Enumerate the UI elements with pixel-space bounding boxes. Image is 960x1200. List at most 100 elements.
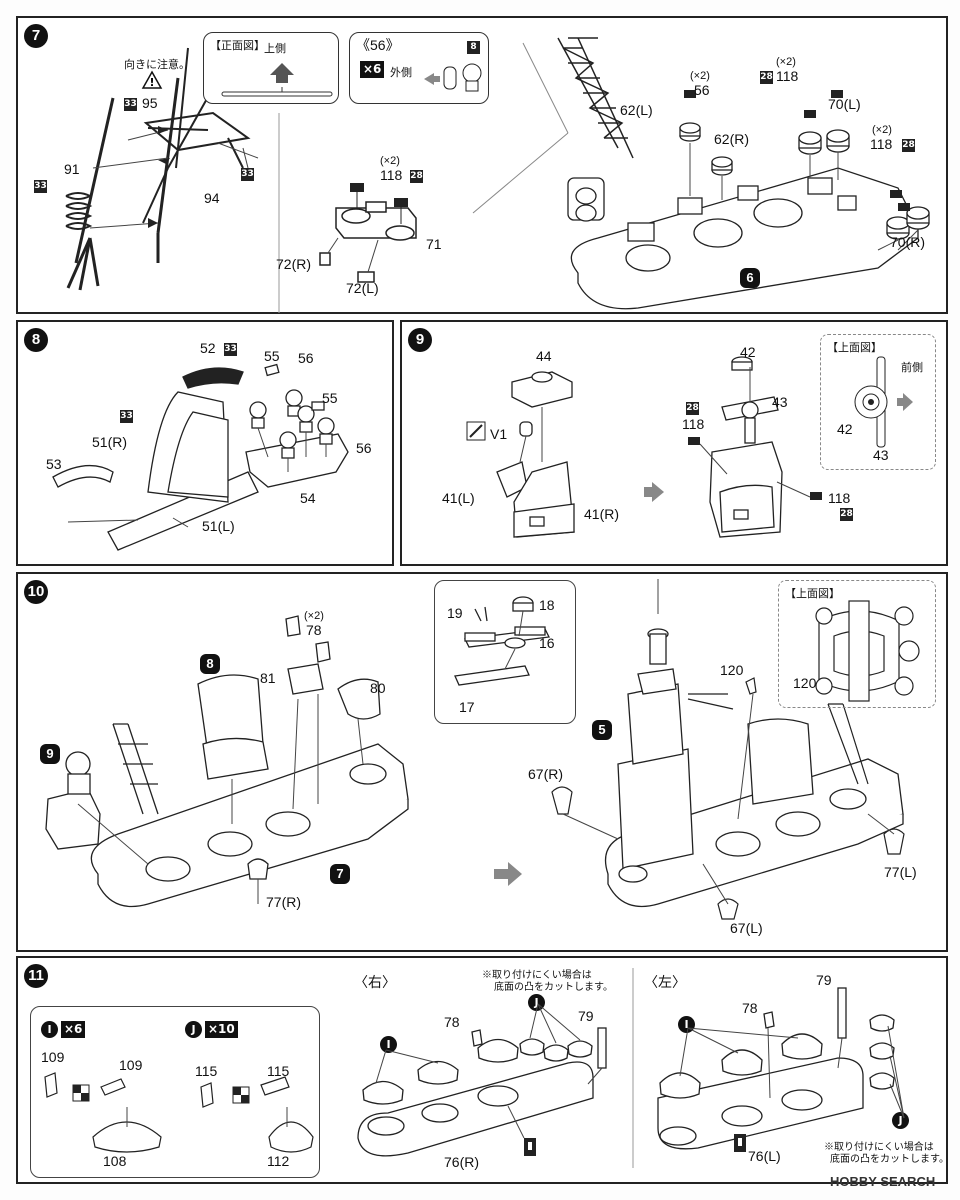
part-label: 53	[46, 456, 62, 472]
cut-note-line1: ※取り付けにくい場合は	[482, 970, 592, 981]
quantity-label: (×2)	[776, 56, 796, 68]
up-arrow-icon	[221, 63, 333, 97]
part-label: 118	[380, 167, 403, 183]
color-badge: 33	[124, 98, 137, 111]
part-label: 67(L)	[730, 920, 763, 936]
step-number: 11	[24, 964, 48, 988]
part-label: 70(R)	[890, 234, 926, 250]
front-view-title: 【正面図】	[210, 40, 265, 52]
step-number: 10	[24, 580, 48, 604]
part-label: 76(R)	[444, 1154, 480, 1170]
right-side-title: 〈右〉	[354, 974, 396, 990]
mast-detail-box: 19 18 16 17	[434, 580, 576, 724]
color-badge: 28	[760, 71, 773, 84]
step-number: 9	[408, 328, 432, 352]
part-label: 56	[298, 350, 314, 366]
part-label: 54	[300, 490, 316, 506]
part-label: 115	[195, 1063, 218, 1079]
caution-icon: !	[141, 70, 163, 89]
left-side-title: 〈左〉	[644, 974, 686, 990]
part-label: V1	[490, 426, 508, 442]
part-label: 72(L)	[346, 280, 379, 296]
cut-note-line2: 底面の凸をカットします。	[830, 1154, 949, 1165]
step-8-panel: 8	[16, 320, 394, 566]
part-label: 51(L)	[202, 518, 235, 534]
part-label: 108	[103, 1153, 127, 1169]
color-badge: 28	[902, 139, 915, 152]
sub-assembly-ref: 7	[330, 864, 350, 884]
divider	[632, 968, 634, 1168]
part-56-sketch	[424, 63, 482, 92]
front-view-up-label: 上側	[264, 43, 286, 55]
top-view-sketch	[815, 600, 920, 702]
step-11-panel: 11 I ×6 109 109 108 J ×10 115 115 112	[16, 956, 949, 1189]
part-label: 78	[444, 1014, 460, 1030]
part-label: 55	[322, 390, 338, 406]
part-label: 42	[837, 421, 853, 437]
part-label: 78	[742, 1000, 758, 1016]
part-label: 52	[200, 340, 216, 356]
color-badge: 28	[410, 170, 423, 183]
part-label: 44	[536, 348, 552, 364]
quantity-badge: ×6	[360, 61, 385, 78]
sub-assembly-ref: 5	[592, 720, 612, 740]
right-mount-illustration	[357, 1003, 607, 1157]
left-mount-illustration	[657, 987, 905, 1152]
part-label: 17	[459, 699, 475, 715]
part-label: 95	[142, 95, 158, 111]
svg-text:!: !	[149, 76, 154, 89]
part-label: 79	[816, 972, 832, 988]
part-label: 41(R)	[584, 506, 620, 522]
quantity-label: (×2)	[690, 70, 710, 82]
color-badge: 28	[686, 402, 699, 415]
part-label: 118	[870, 136, 893, 152]
group-I-box: I ×6 109 109 108 J ×10 115 115 112	[30, 1006, 320, 1178]
part-label: 78	[306, 622, 322, 638]
part-label: 72(R)	[276, 256, 312, 272]
step-number: 7	[24, 24, 48, 48]
part-label: 81	[260, 670, 276, 686]
part-label: 43	[873, 447, 889, 463]
small-turret-sketches	[44, 1072, 314, 1153]
quantity-badge: ×6	[61, 1021, 86, 1038]
mast-detail-sketch	[454, 596, 550, 686]
part-label: 71	[426, 236, 442, 252]
hull-deck-illustration	[557, 37, 930, 310]
part-label: 80	[370, 680, 386, 696]
step-7-panel: 7	[16, 16, 948, 314]
part-label: 18	[539, 597, 555, 613]
sub-assembly-ref: 6	[740, 268, 760, 288]
part-label: 118	[828, 490, 851, 506]
mast-illustration	[65, 47, 259, 291]
part-label: 16	[539, 635, 555, 651]
quantity-label: (×2)	[380, 155, 400, 167]
part-label: 41(L)	[442, 490, 475, 506]
divider	[278, 113, 280, 313]
step-9-panel: 9	[400, 320, 948, 566]
part-label: 91	[64, 161, 80, 177]
color-badge: 33	[34, 180, 47, 193]
watermark: HOBBY SEARCH	[830, 1174, 936, 1189]
group-letter: J	[892, 1112, 909, 1129]
quantity-badge: ×10	[205, 1021, 238, 1038]
part-label: 19	[447, 605, 463, 621]
color-badge: 28	[840, 508, 853, 521]
quantity-label: (×2)	[304, 610, 324, 622]
hull-assembly-right	[551, 579, 905, 920]
part-label: 115	[267, 1063, 290, 1079]
part-label: 109	[119, 1057, 143, 1073]
part-label: 43	[772, 394, 788, 410]
front-side-label: 前側	[901, 362, 923, 374]
zoom-lines	[472, 42, 569, 214]
part-label: 42	[740, 344, 756, 360]
group-letter: I	[41, 1021, 58, 1038]
bridge-base-illustration	[466, 356, 822, 538]
front-view-callout: 【正面図】 上側	[203, 32, 339, 104]
part-label: 56	[694, 82, 710, 98]
part-label: 76(L)	[748, 1148, 781, 1164]
callout-title: 《56》	[356, 37, 400, 53]
top-view-sketch	[854, 356, 913, 448]
part-label: 118	[776, 68, 799, 84]
cut-note-line2: 底面の凸をカットします。	[494, 982, 613, 993]
